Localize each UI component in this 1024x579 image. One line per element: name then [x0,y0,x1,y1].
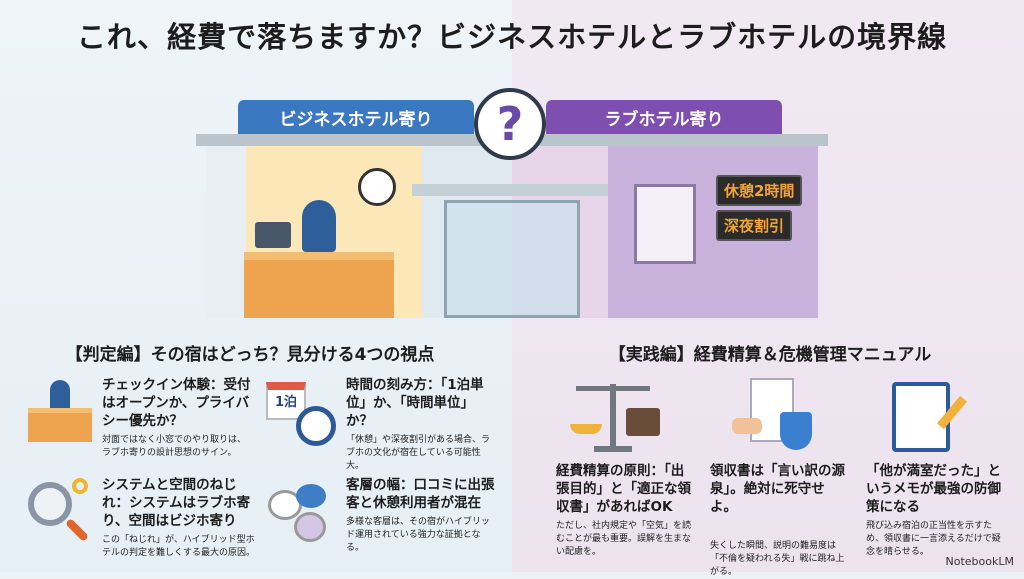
late-night-sign: 深夜割引 [716,210,793,241]
judgment-item-checkin: チェックイン体験：受付はオープンか、プライバシー優先か？ 対面ではなく小窓でのや… [102,376,252,460]
item-body: ただし、社内規定や「空気」を読むことが最も重要。誤解を生まない配慮を。 [556,521,692,557]
item-title: 時間の刻み方：「1泊単位」か、「時間単位」か？ [346,377,484,429]
notebooklm-logo: NotebookLM [945,555,1014,568]
chat-users-icon [268,484,334,546]
item-body: 対面ではなく小窓でのやり取りは、ラブホ寄りの設計思想のサイン。 [102,435,247,458]
scale-briefcase-icon [566,380,662,454]
practice-heading: 【実践編】経費精算＆危機管理マニュアル [608,345,932,365]
wall-left [206,146,246,318]
item-body: 飛び込み宿泊の正当性を示すため、領収書に一言添えるだけで疑念を晴らせる。 [866,521,1001,557]
page-title: これ、経費で落ちますか？ビジネスホテルとラブホテルの境界線 [76,20,948,54]
item-title: 「他が満室だった」というメモが最強の防御策になる [866,463,1001,515]
business-hotel-sign: ビジネスホテル寄り [238,100,474,134]
reception-desk [244,252,394,318]
item-body: 「休憩」や深夜割引がある場合、ラブホの文化が宿在している可能性大。 [346,435,491,471]
item-body: 失くした瞬間、説明の難易度は「不倫を疑われる失」戦に跳ね上がる。 [710,541,845,577]
practice-item-principle: 経費精算の原則：「出張目的」と「適正な領収書」があればOK ただし、社内規定や「… [556,462,696,559]
calendar-stopwatch-icon: 1泊 [266,382,338,452]
item-body: 多様な客層は、その宿がハイブリッド運用されている強力な証拠となる。 [346,517,490,553]
item-title: 客層の幅：口コミに出張客と休憩利用者が混在 [346,477,495,511]
magnifier-gear-icon [28,478,92,546]
reception-desk-icon [28,380,92,446]
stopwatch-icon [296,406,336,446]
item-title: チェックイン体験：受付はオープンか、プライバシー優先か？ [102,377,251,429]
question-mark-icon: ? [474,88,546,160]
clock-icon [358,168,396,206]
reception-window [634,184,696,264]
love-hotel-sign: ラブホテル寄り [546,100,782,134]
receptionist [302,200,336,252]
notepad-pencil-icon [892,378,972,456]
item-title: 経費精算の原則：「出張目的」と「適正な領収書」があればOK [556,463,691,515]
judgment-item-clientele: 客層の幅：口コミに出張客と休憩利用者が混在 多様な客層は、その宿がハイブリッド運… [346,476,496,555]
item-body: この「ねじれ」が、ハイブリッド型ホテルの判定を難しくする最大の原因。 [102,535,256,558]
item-title: 領収書は「言い訳の源泉」。絶対に死守せよ。 [710,463,845,515]
judgment-item-system: システムと空間のねじれ：システムはラブホ寄り、空間はビジホ寄り この「ねじれ」が… [102,476,262,560]
judgment-item-time: 時間の刻み方：「1泊単位」か、「時間単位」か？ 「休憩」や深夜割引がある場合、ラ… [346,376,496,473]
practice-item-memo: 「他が満室だった」というメモが最強の防御策になる 飛び込み宿泊の正当性を示すため… [866,462,1006,559]
door-canopy [412,184,612,196]
rest-sign: 休憩2時間 [716,175,803,206]
receipt-shield-icon [730,378,816,454]
judgment-heading: 【判定編】その宿はどっち？見分ける4つの視点 [65,345,435,365]
glass-door [444,200,580,318]
practice-item-receipt: 領収書は「言い訳の源泉」。絶対に死守せよ。 失くした瞬間、説明の難易度は「不倫を… [710,462,850,579]
item-title: システムと空間のねじれ：システムはラブホ寄り、空間はビジホ寄り [102,477,251,529]
computer-monitor [255,222,291,248]
